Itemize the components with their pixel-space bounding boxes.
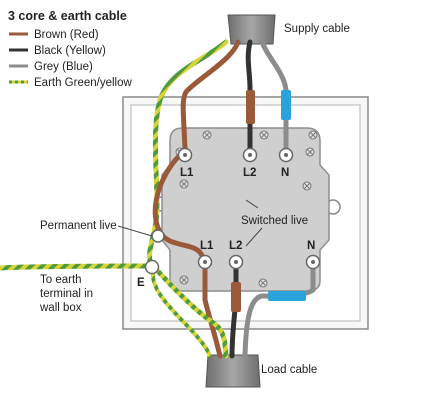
wire-earth-to-box (0, 263, 151, 271)
wire-earth-load-2 (150, 270, 212, 358)
label-load-cable: Load cable (261, 364, 317, 376)
legend-item-earth: Earth Green/yellow (9, 77, 132, 89)
body-screw-mr (305, 147, 315, 157)
legend: Brown (Red) Black (Yellow) Grey (Blue) E… (9, 29, 132, 89)
label-switched-live: Switched live (241, 215, 308, 227)
terminals-top (177, 147, 294, 163)
legend-item-grey: Grey (Blue) (9, 61, 93, 73)
load-cable-sheath (205, 354, 261, 388)
terminal-label-top-l1: L1 (180, 167, 194, 179)
terminals-bottom (197, 254, 321, 270)
leader-permanent-live (117, 225, 153, 237)
label-to-earth-1: To earth (40, 274, 82, 286)
terminal-label-bottom-l1: L1 (200, 240, 214, 252)
terminal-label-earth: E (137, 277, 145, 289)
wire-brown-supply (180, 39, 241, 153)
terminal-label-top-n: N (281, 167, 289, 179)
terminal-label-bottom-l2: L2 (229, 240, 242, 252)
sleeve-brown-l2-bottom (231, 282, 241, 312)
sleeve-brown-l2 (246, 90, 255, 124)
supply-cable-sheath (227, 14, 276, 45)
wire-grey-supply (259, 39, 289, 153)
terminal-bottom-n (305, 254, 321, 270)
legend-label-earth: Earth Green/yellow (34, 77, 132, 89)
legend-item-brown: Brown (Red) (9, 29, 99, 41)
earth-terminal (144, 259, 160, 275)
sleeve-blue-n-bottom (268, 291, 306, 301)
wire-earth-load (152, 265, 229, 359)
legend-label-black: Black (Yellow) (34, 45, 106, 57)
leader-switched-live-a (245, 199, 259, 209)
legend-item-black: Black (Yellow) (9, 45, 106, 57)
body-screw-lm (179, 179, 189, 189)
legend-label-brown: Brown (Red) (34, 29, 99, 41)
label-to-earth-2: terminal in (40, 288, 93, 300)
terminal-bottom-l2 (228, 254, 244, 270)
body-screw-rm (302, 181, 312, 191)
body-screw-tl (202, 130, 212, 140)
body-screw-bm (258, 278, 268, 288)
terminal-bottom-l1 (197, 254, 213, 270)
label-to-earth-3: wall box (39, 302, 82, 314)
leader-switched-live-b (245, 227, 263, 247)
terminal-top-n (278, 147, 294, 163)
label-supply-cable: Supply cable (284, 23, 350, 35)
legend-title: 3 core & earth cable (8, 9, 127, 23)
sleeve-blue-n-top (281, 90, 291, 120)
body-screw-bl (179, 275, 189, 285)
wire-black-supply (245, 39, 253, 153)
plate-screw-earth-upper (151, 229, 165, 243)
terminal-label-top-l2: L2 (243, 167, 256, 179)
body-screw-tr (259, 130, 269, 140)
terminal-top-l1 (177, 147, 193, 163)
legend-label-grey: Grey (Blue) (34, 61, 93, 73)
label-permanent-live: Permanent live (40, 220, 117, 232)
terminal-label-bottom-n: N (307, 240, 315, 252)
body-screw-tr2 (308, 130, 318, 140)
terminal-top-l2 (242, 147, 258, 163)
